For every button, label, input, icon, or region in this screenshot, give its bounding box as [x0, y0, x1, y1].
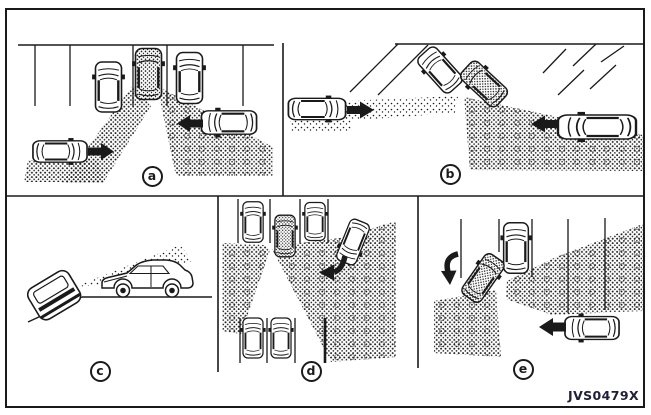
parked-car-icon — [239, 200, 267, 244]
panel-label-d: d — [300, 360, 322, 382]
parked-car-icon — [239, 317, 267, 359]
panel-label-c: c — [89, 360, 111, 382]
approaching-car-icon — [556, 110, 638, 144]
panel-label-b: b — [439, 163, 461, 185]
figure-code: JVS0479X — [568, 388, 639, 403]
parked-car-icon — [412, 41, 468, 99]
movement-arrow-left — [531, 115, 557, 133]
movement-arrow-left — [177, 115, 203, 132]
curved-movement-arrow — [319, 255, 348, 281]
detection-zone — [434, 224, 643, 357]
sedan-side-icon — [101, 259, 194, 298]
approaching-car-icon — [563, 312, 621, 344]
approaching-car-icon — [287, 94, 347, 124]
panel-d-illustration — [222, 199, 396, 363]
parked-car-icon — [171, 51, 208, 105]
subject-vehicle-icon — [271, 214, 299, 258]
parked-car-icon — [499, 221, 533, 275]
panel-b-illustration — [287, 41, 643, 171]
car-on-slope-icon — [26, 269, 82, 321]
movement-arrow-left — [539, 318, 566, 336]
approaching-car-icon — [31, 136, 89, 167]
sensor-beam — [74, 245, 193, 287]
panel-a-illustration — [18, 44, 274, 183]
parked-car-icon — [90, 60, 127, 114]
panel-c-illustration — [26, 245, 212, 323]
panel-label-e: e — [512, 358, 534, 380]
panel-label-a: a — [141, 165, 163, 187]
parking-lines — [349, 43, 643, 96]
parked-car-icon — [301, 201, 329, 242]
curved-movement-arrow — [441, 251, 459, 285]
panel-e-illustration — [434, 218, 643, 357]
figure-frame — [5, 8, 645, 408]
movement-arrow-right — [88, 143, 114, 160]
parked-car-icon — [267, 317, 295, 359]
movement-arrow-right — [347, 101, 374, 119]
detection-zone — [222, 221, 396, 362]
subject-vehicle-icon — [130, 47, 167, 101]
approaching-car-icon — [200, 106, 258, 139]
